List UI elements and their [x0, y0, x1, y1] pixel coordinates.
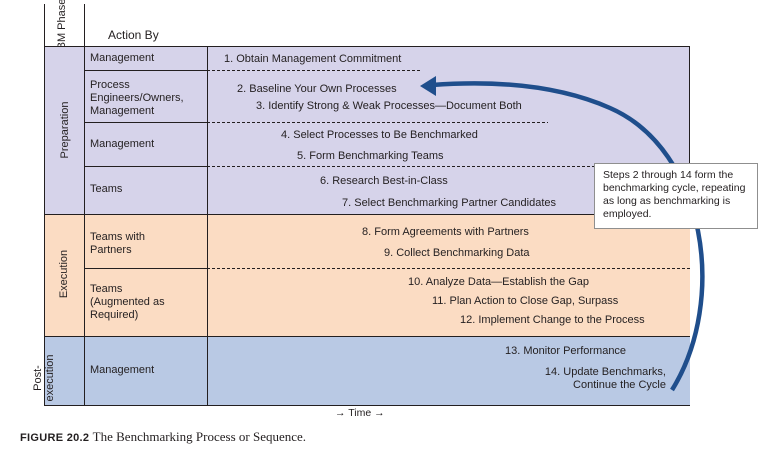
figure-title: The Benchmarking Process or Sequence. [92, 429, 307, 444]
step-12: 12. Implement Change to the Process [460, 314, 645, 326]
phase-label-post-execution: Post-execution [32, 354, 56, 402]
step-2: 2. Baseline Your Own Processes [237, 83, 397, 95]
actor-process-engineers: Process Engineers/Owners, Management [90, 79, 184, 117]
step-4: 4. Select Processes to Be Benchmarked [281, 129, 478, 141]
step-1: 1. Obtain Management Commitment [224, 53, 402, 65]
actor-teams-augmented: Teams (Augmented as Required) [90, 283, 165, 321]
cycle-note: Steps 2 through 14 form the benchmarking… [594, 163, 758, 229]
phase-label-execution: Execution [58, 249, 70, 299]
actor-management-3: Management [90, 364, 155, 376]
step-14: 14. Update Benchmarks, Continue the Cycl… [544, 366, 666, 391]
time-axis-label: → Time → [335, 407, 385, 419]
step-8: 8. Form Agreements with Partners [362, 226, 529, 238]
post-execution-band [44, 336, 690, 406]
actor-teams-with-partners: Teams with Partners [90, 231, 146, 256]
step-3: 3. Identify Strong & Weak Processes—Docu… [256, 100, 522, 112]
actor-teams: Teams [90, 183, 123, 195]
actor-management-2: Management [90, 138, 155, 150]
cycle-arrow [431, 81, 705, 392]
preparation-band [44, 46, 690, 214]
execution-band [44, 214, 690, 336]
figure-number: FIGURE 20.2 [20, 432, 90, 444]
phase-label-preparation: Preparation [59, 101, 71, 159]
step-10: 10. Analyze Data—Establish the Gap [408, 276, 589, 288]
step-13: 13. Monitor Performance [505, 345, 627, 357]
step-6: 6. Research Best-in-Class [320, 175, 448, 187]
step-9: 9. Collect Benchmarking Data [384, 247, 530, 259]
figure-caption: FIGURE 20.2 The Benchmarking Process or … [20, 429, 306, 445]
step-5: 5. Form Benchmarking Teams [297, 150, 444, 162]
step-11: 11. Plan Action to Close Gap, Surpass [432, 295, 619, 307]
cycle-arrowhead [420, 76, 436, 96]
actor-management-1: Management [90, 52, 155, 64]
action-by-header: Action By [108, 28, 159, 42]
step-7: 7. Select Benchmarking Partner Candidate… [342, 197, 557, 209]
